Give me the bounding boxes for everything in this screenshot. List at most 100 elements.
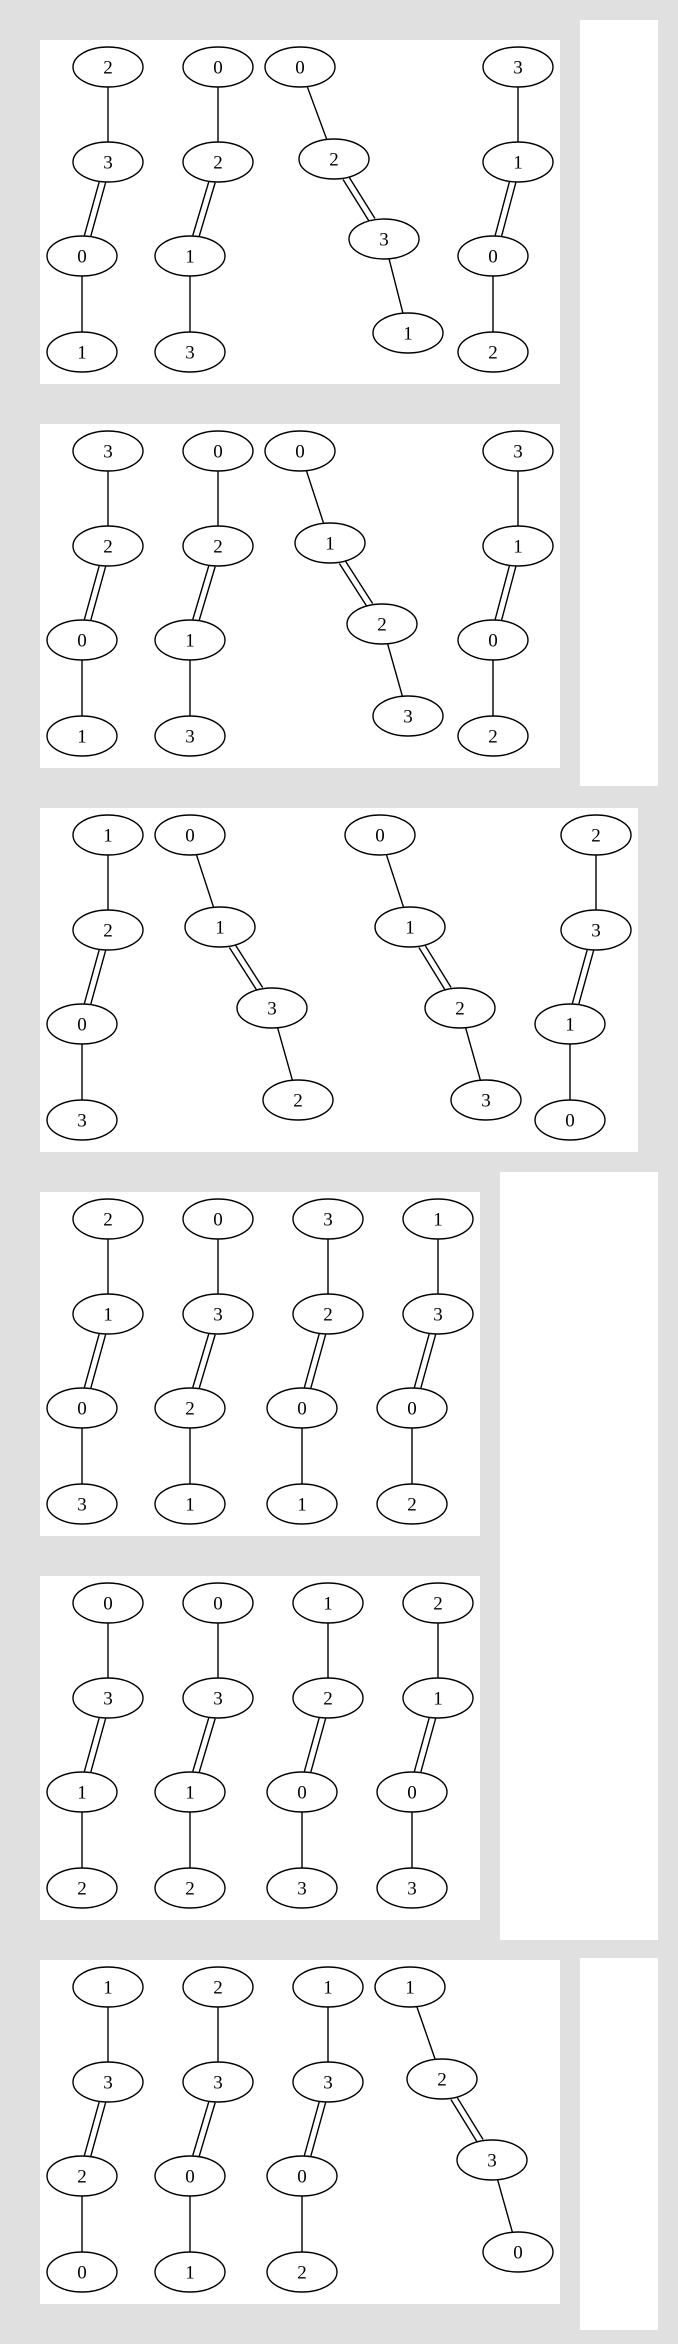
panel-2: [40, 424, 560, 768]
node-label: 0: [103, 1594, 113, 1615]
tree-node: 3: [482, 46, 554, 88]
node-ellipse: [376, 1771, 448, 1813]
tree-node: 1: [292, 1966, 364, 2008]
node-label: 3: [379, 230, 389, 251]
double-edge-line: [83, 948, 101, 1004]
tree-node: 2: [292, 1677, 364, 1719]
node-ellipse: [424, 987, 496, 1029]
node-label: 3: [297, 1879, 307, 1900]
tree-node: 2: [402, 1582, 474, 1624]
tree-node: 3: [482, 430, 554, 472]
tree-node: 1: [46, 1771, 118, 1813]
edge-line: [276, 1027, 294, 1081]
node-ellipse: [46, 715, 118, 757]
double-edge-line: [418, 947, 447, 992]
node-ellipse: [376, 1483, 448, 1525]
tree-node: 0: [182, 1198, 254, 1240]
double-edge-line: [309, 1334, 327, 1390]
node-label: 0: [77, 631, 87, 652]
node-ellipse: [46, 1483, 118, 1525]
double-edge-line: [89, 566, 107, 622]
node-label: 3: [513, 442, 523, 463]
edge-line: [496, 2179, 514, 2233]
node-label: 0: [513, 2243, 523, 2264]
tree-node: 2: [182, 525, 254, 567]
tree-node: 3: [348, 218, 420, 260]
tree-node: 2: [72, 1198, 144, 1240]
node-label: 3: [433, 1305, 443, 1326]
tree-node: 0: [46, 2251, 118, 2293]
node-label: 2: [77, 2167, 87, 2188]
node-ellipse: [292, 1582, 364, 1624]
tree-node: 0: [264, 430, 336, 472]
right-gutter-top: [580, 20, 658, 786]
node-label: 2: [77, 1879, 87, 1900]
double-edge-line: [234, 943, 264, 988]
panel-5: [40, 1576, 480, 1920]
node-label: 1: [325, 534, 335, 555]
double-edge-line: [494, 180, 511, 236]
double-edge-line: [89, 1718, 107, 1774]
node-ellipse: [154, 1387, 226, 1429]
tree-node: 0: [534, 1099, 606, 1141]
tree-node: 0: [457, 235, 529, 277]
node-ellipse: [154, 814, 226, 856]
edge-line: [305, 470, 325, 524]
node-label: 2: [488, 727, 498, 748]
node-ellipse: [534, 1003, 606, 1045]
double-edge-line: [192, 180, 210, 236]
node-label: 3: [103, 153, 113, 174]
tree-node: 3: [154, 715, 226, 757]
node-label: 2: [377, 615, 387, 636]
node-ellipse: [560, 909, 632, 951]
node-label: 1: [513, 153, 523, 174]
node-label: 3: [185, 343, 195, 364]
node-ellipse: [236, 987, 308, 1029]
tree-p5-t1: 0 3 1 2: [46, 1582, 144, 1909]
double-edge-line: [192, 1332, 210, 1388]
node-ellipse: [292, 1293, 364, 1335]
node-label: 1: [297, 1495, 307, 1516]
tree-node: 2: [266, 2251, 338, 2293]
tree-p1-t4: 3 1 0 2: [457, 46, 554, 373]
node-ellipse: [182, 430, 254, 472]
node-ellipse: [406, 2058, 478, 2100]
node-label: 0: [213, 58, 223, 79]
node-ellipse: [376, 1387, 448, 1429]
tree-node: 0: [46, 235, 118, 277]
node-ellipse: [374, 906, 446, 948]
tree-node: 1: [72, 1293, 144, 1335]
double-edge-line: [198, 2102, 216, 2158]
tree-node: 1: [184, 906, 256, 948]
node-label: 0: [488, 247, 498, 268]
node-ellipse: [482, 46, 554, 88]
node-label: 3: [487, 2151, 497, 2172]
tree-node: 2: [72, 909, 144, 951]
tree-node: 2: [292, 1293, 364, 1335]
node-ellipse: [154, 1771, 226, 1813]
double-edge-line: [309, 1718, 327, 1774]
node-ellipse: [402, 1293, 474, 1335]
node-ellipse: [264, 430, 336, 472]
node-ellipse: [154, 2155, 226, 2197]
node-label: 2: [488, 343, 498, 364]
node-label: 1: [433, 1210, 443, 1231]
tree-node: 2: [182, 141, 254, 183]
double-edge-line: [83, 1332, 101, 1388]
node-ellipse: [457, 235, 529, 277]
node-label: 2: [103, 58, 113, 79]
tree-node: 3: [266, 1867, 338, 1909]
node-label: 1: [565, 1015, 575, 1036]
tree-node: 0: [46, 1387, 118, 1429]
tree-node: 3: [72, 1677, 144, 1719]
node-ellipse: [72, 430, 144, 472]
tree-node: 1: [482, 141, 554, 183]
tree-node: 0: [376, 1771, 448, 1813]
node-ellipse: [402, 1582, 474, 1624]
